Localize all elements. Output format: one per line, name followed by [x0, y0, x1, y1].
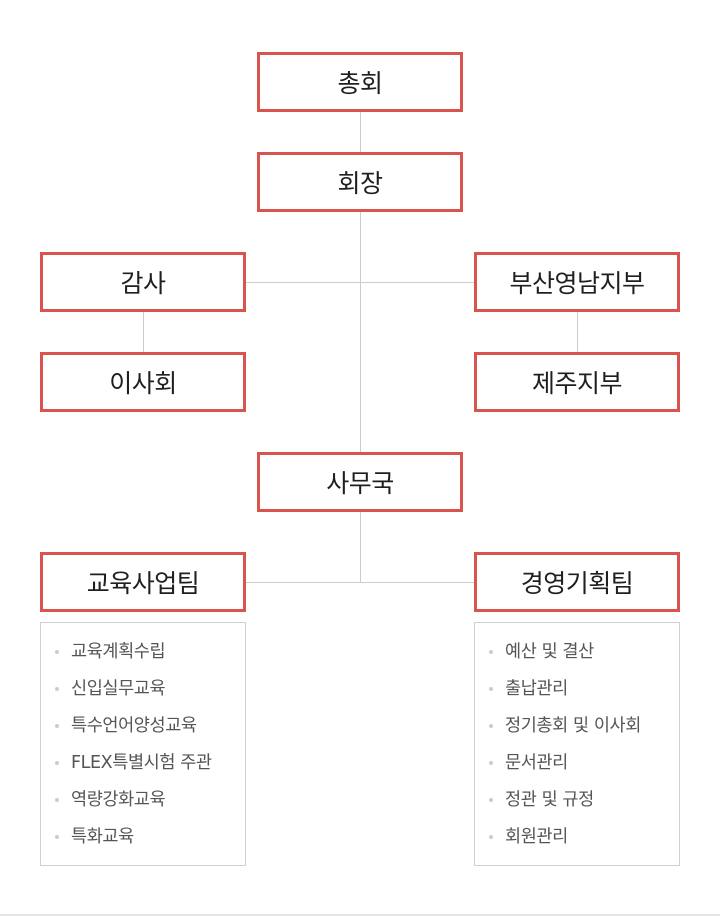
- education-team-box: 교육사업팀: [40, 552, 246, 612]
- list-item: 출납관리: [489, 674, 679, 711]
- president-box: 회장: [257, 152, 463, 212]
- connector-assembly-president: [360, 111, 361, 153]
- bullet-dot-icon: [55, 724, 59, 728]
- busan-branch-label: 부산영남지부: [509, 269, 645, 298]
- planning-duties-list: 예산 및 결산 출납관리 정기총회 및 이사회 문서관리 정관 및 규정 회원관…: [474, 622, 680, 866]
- connector-auditor-branch-horizontal: [245, 282, 475, 283]
- list-item: 신입실무교육: [55, 674, 245, 711]
- list-item-label: 문서관리: [505, 753, 568, 773]
- president-label: 회장: [337, 169, 383, 198]
- planning-team-box: 경영기획팀: [474, 552, 680, 612]
- bullet-dot-icon: [55, 798, 59, 802]
- connector-busan-jeju: [577, 311, 578, 353]
- connector-secretariat-vertical: [360, 511, 361, 582]
- bullet-dot-icon: [55, 835, 59, 839]
- board-label: 이사회: [109, 369, 177, 398]
- list-item-label: 정기총회 및 이사회: [505, 716, 641, 736]
- list-item-label: FLEX특별시험 주관: [71, 753, 212, 773]
- bullet-dot-icon: [489, 761, 493, 765]
- education-team-label: 교육사업팀: [86, 569, 200, 598]
- list-item-label: 정관 및 규정: [505, 790, 594, 810]
- list-item: 특수언어양성교육: [55, 711, 245, 748]
- bullet-dot-icon: [55, 761, 59, 765]
- bullet-dot-icon: [55, 650, 59, 654]
- bullet-dot-icon: [489, 724, 493, 728]
- list-item: 예산 및 결산: [489, 637, 679, 674]
- bullet-dot-icon: [489, 798, 493, 802]
- list-item-label: 출납관리: [505, 679, 568, 699]
- busan-branch-box: 부산영남지부: [474, 252, 680, 312]
- list-item: 특화교육: [55, 822, 245, 859]
- bullet-dot-icon: [489, 687, 493, 691]
- list-item-label: 교육계획수립: [71, 642, 166, 662]
- connector-main-vertical: [360, 211, 361, 454]
- list-item: 회원관리: [489, 822, 679, 859]
- jeju-branch-label: 제주지부: [531, 369, 623, 398]
- jeju-branch-box: 제주지부: [474, 352, 680, 412]
- bullet-dot-icon: [55, 687, 59, 691]
- connector-teams-horizontal: [245, 582, 475, 583]
- list-item-label: 회원관리: [505, 827, 568, 847]
- secretariat-label: 사무국: [326, 469, 394, 498]
- auditor-box: 감사: [40, 252, 246, 312]
- list-item: 정관 및 규정: [489, 785, 679, 822]
- list-item: 정기총회 및 이사회: [489, 711, 679, 748]
- list-item-label: 특수언어양성교육: [71, 716, 197, 736]
- general-assembly-label: 총회: [337, 69, 383, 98]
- list-item-label: 역량강화교육: [71, 790, 166, 810]
- auditor-label: 감사: [120, 269, 166, 298]
- planning-team-label: 경영기획팀: [520, 569, 634, 598]
- list-item-label: 예산 및 결산: [505, 642, 594, 662]
- list-item-label: 신입실무교육: [71, 679, 166, 699]
- list-item: 문서관리: [489, 748, 679, 785]
- bottom-divider: [0, 914, 720, 916]
- general-assembly-box: 총회: [257, 52, 463, 112]
- list-item: 역량강화교육: [55, 785, 245, 822]
- list-item: 교육계획수립: [55, 637, 245, 674]
- education-duties-list: 교육계획수립 신입실무교육 특수언어양성교육 FLEX특별시험 주관 역량강화교…: [40, 622, 246, 866]
- list-item: FLEX특별시험 주관: [55, 748, 245, 785]
- bullet-dot-icon: [489, 835, 493, 839]
- secretariat-box: 사무국: [257, 452, 463, 512]
- list-item-label: 특화교육: [71, 827, 134, 847]
- connector-auditor-board: [143, 311, 144, 353]
- bullet-dot-icon: [489, 650, 493, 654]
- board-box: 이사회: [40, 352, 246, 412]
